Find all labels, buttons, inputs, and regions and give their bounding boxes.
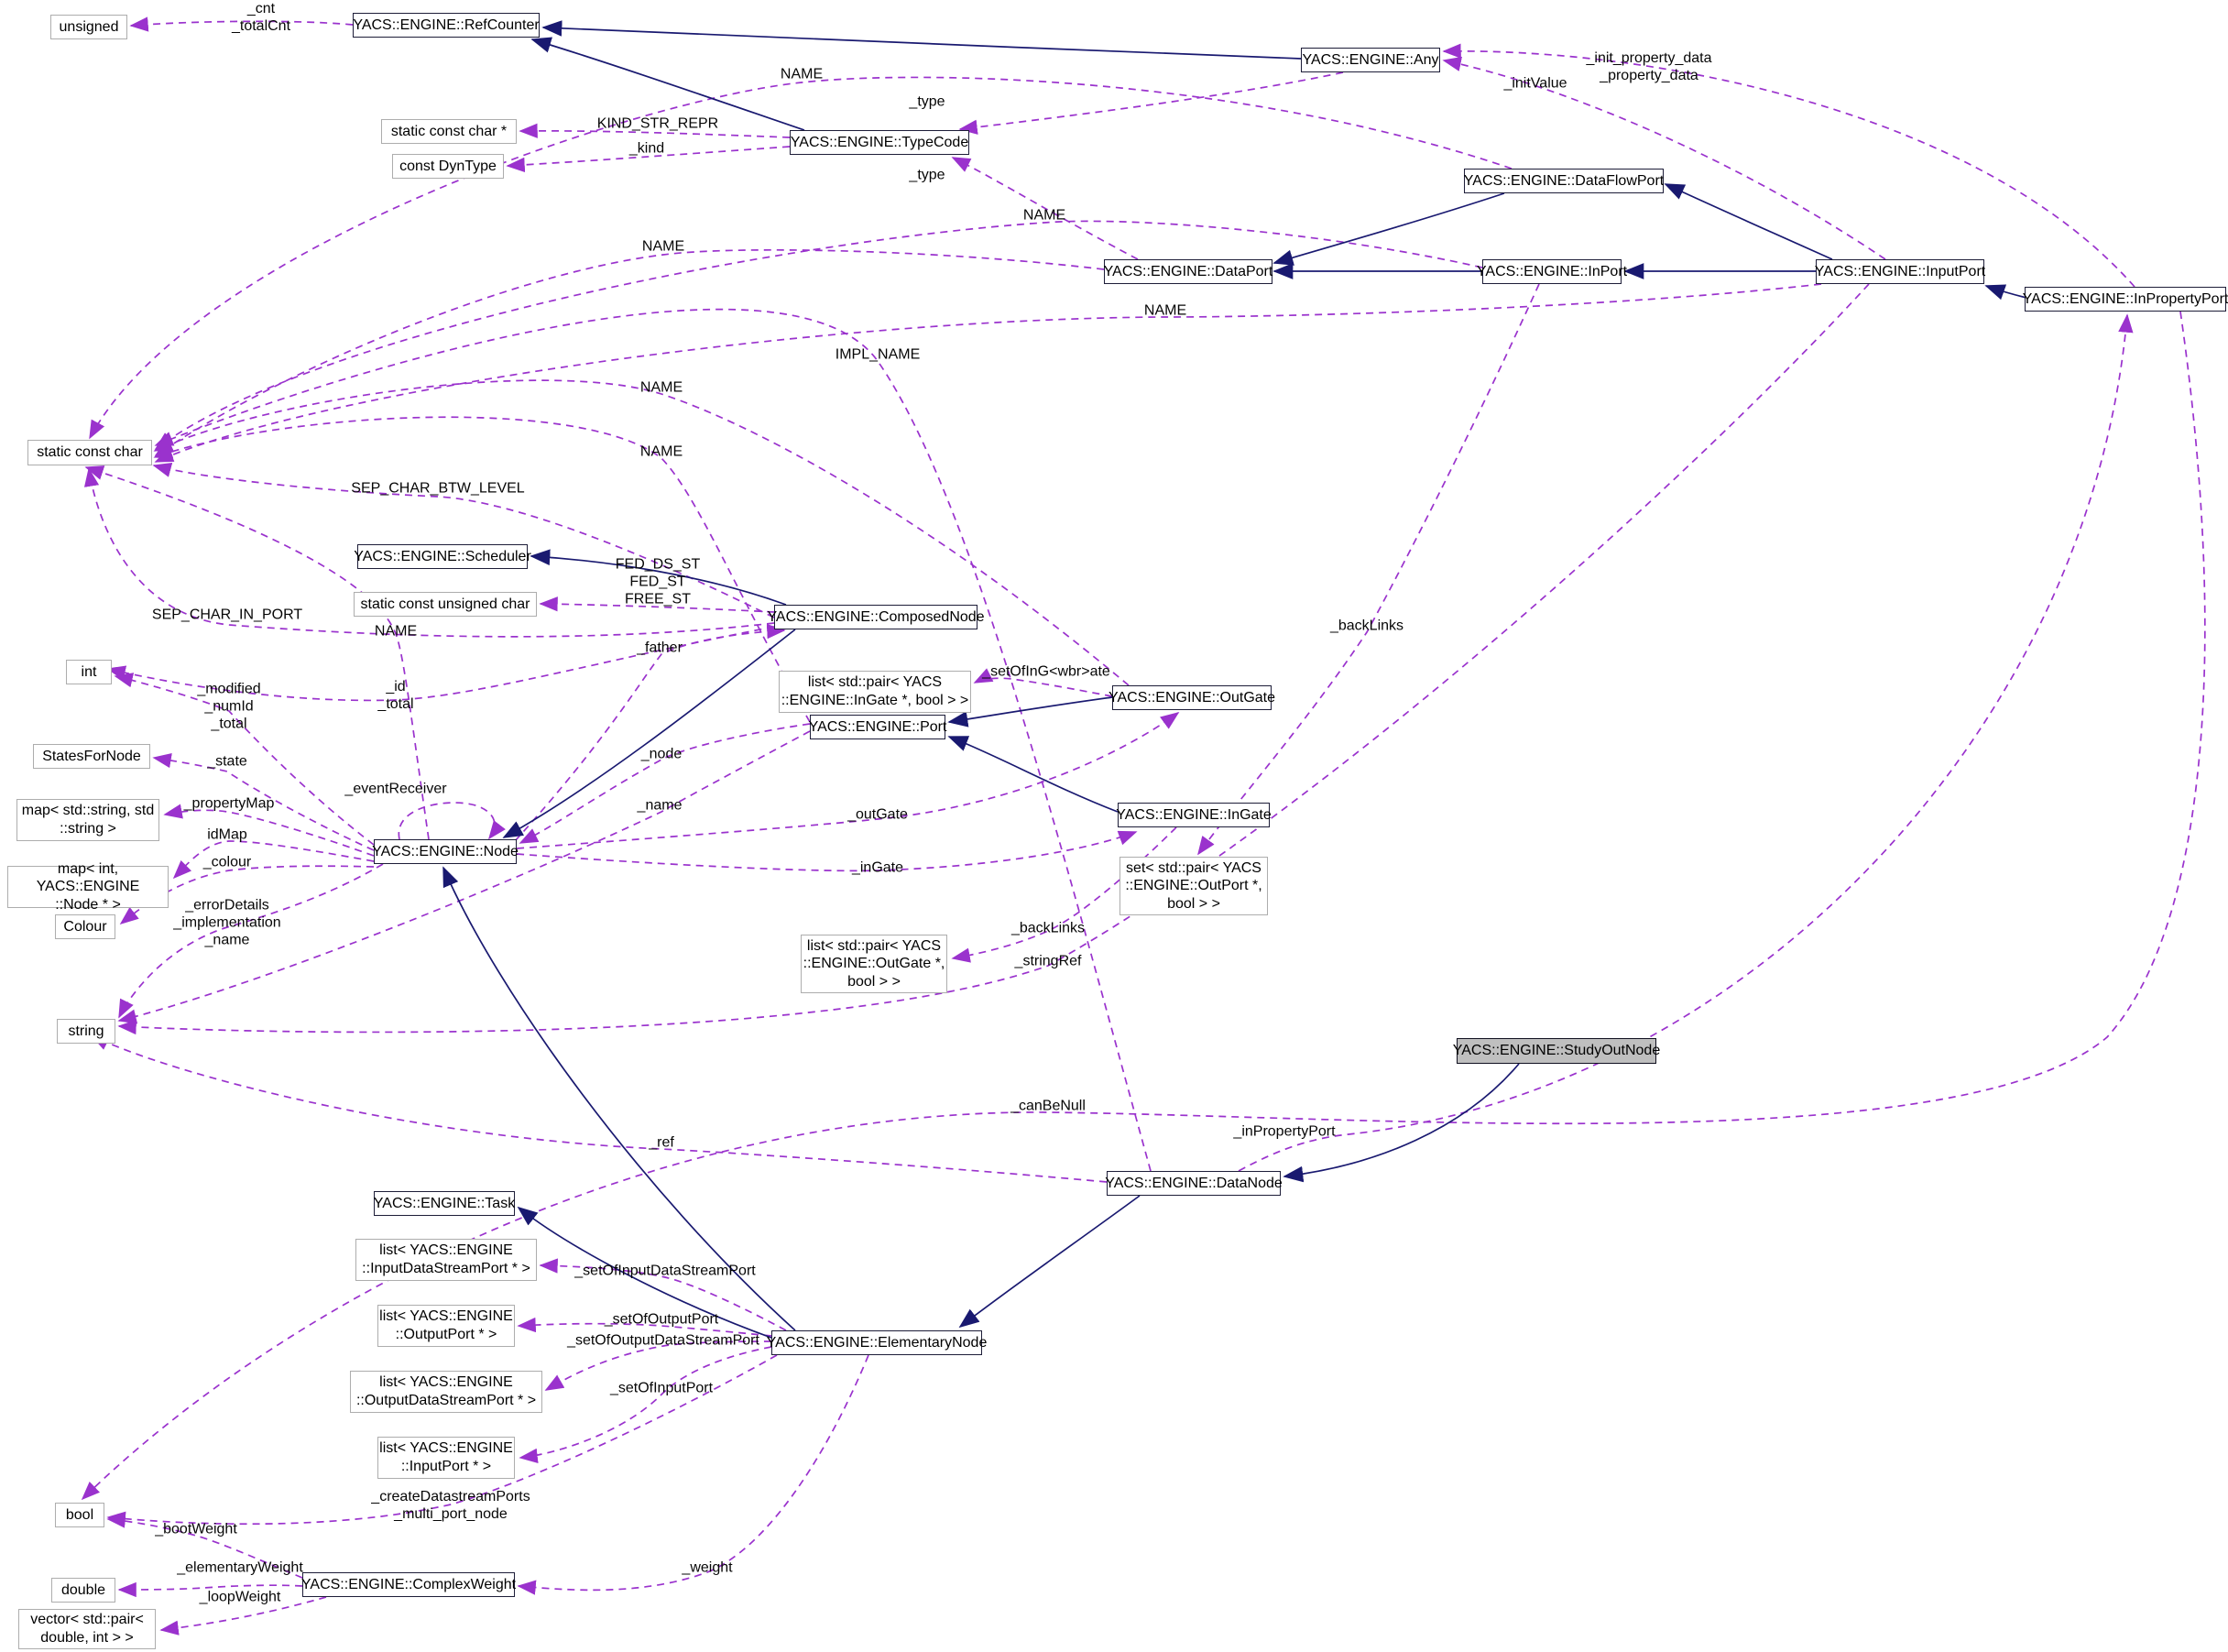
inheritance-edge — [958, 1195, 1141, 1329]
usage-edge — [117, 283, 1870, 1035]
node-refcounter[interactable]: YACS::ENGINE::RefCounter — [353, 13, 540, 38]
node-map-int-node: map< int, YACS::ENGINE ::Node * > — [7, 861, 169, 913]
usage-edge — [1442, 43, 2135, 288]
usage-edge — [1238, 313, 2134, 1172]
node-inport[interactable]: YACS::ENGINE::InPort — [1477, 259, 1627, 284]
node-list-ingate-bool: list< std::pair< YACS ::ENGINE::InGate *… — [779, 671, 971, 713]
node-unsigned: unsigned — [50, 15, 127, 39]
inheritance-edge — [1664, 183, 1833, 260]
usage-edge — [172, 840, 375, 880]
node-elementarynode[interactable]: YACS::ENGINE::ElementaryNode — [767, 1330, 987, 1355]
inheritance-edge — [1283, 1063, 1520, 1183]
node-inputport[interactable]: YACS::ENGINE::InputPort — [1815, 259, 1985, 284]
usage-edge — [154, 248, 1105, 456]
inheritance-edge — [442, 866, 796, 1331]
node-any[interactable]: YACS::ENGINE::Any — [1301, 48, 1440, 72]
usage-edge — [154, 283, 1822, 463]
node-list-outputdatastreamport: list< YACS::ENGINE ::OutputDataStreamPor… — [350, 1371, 542, 1413]
usage-edge — [1197, 283, 1540, 856]
node-node[interactable]: YACS::ENGINE::Node — [372, 839, 519, 864]
inheritance-edge — [947, 696, 1113, 728]
usage-edge — [154, 308, 1152, 1172]
usage-edge — [118, 863, 384, 1019]
usage-edge — [539, 1258, 787, 1331]
usage-edge — [951, 826, 1177, 963]
node-statesfornode: StatesForNode — [33, 744, 150, 769]
node-map-string-string: map< std::string, std ::string > — [16, 799, 159, 841]
node-inpropertyport[interactable]: YACS::ENGINE::InPropertyPort — [2023, 287, 2228, 312]
node-colour: Colour — [55, 914, 115, 939]
usage-edge — [517, 1317, 772, 1337]
node-double: double — [51, 1578, 115, 1603]
usage-edge — [106, 1354, 778, 1526]
inheritance-edge — [530, 37, 805, 131]
usage-edge — [117, 730, 811, 1024]
usage-edge — [506, 146, 791, 173]
node-static-const-char: static const char — [27, 440, 152, 465]
node-dataport[interactable]: YACS::ENGINE::DataPort — [1104, 259, 1272, 284]
usage-edge — [152, 753, 375, 851]
inheritance-edge — [541, 20, 1302, 60]
usage-edge — [117, 1581, 303, 1598]
inheritance-edge — [1984, 284, 2027, 301]
usage-edge — [114, 673, 375, 846]
inheritance-edge — [517, 1206, 772, 1339]
node-static-const-char-ptr: static const char * — [381, 119, 517, 144]
usage-edge — [544, 1340, 772, 1391]
inheritance-edge — [947, 736, 1119, 813]
node-task[interactable]: YACS::ENGINE::Task — [374, 1191, 515, 1216]
node-int: int — [66, 660, 112, 684]
node-list-inputport: list< YACS::ENGINE ::InputPort * > — [377, 1437, 515, 1479]
usage-edge — [154, 220, 1483, 450]
node-list-outgate-bool: list< std::pair< YACS ::ENGINE::OutGate … — [801, 935, 947, 993]
usage-edge — [539, 596, 775, 613]
node-list-outputport: list< YACS::ENGINE ::OutputPort * > — [377, 1305, 515, 1347]
usage-edge — [90, 1034, 1108, 1183]
node-static-const-unsigned-char: static const unsigned char — [354, 592, 537, 617]
usage-edge — [517, 1354, 869, 1595]
usage-edge — [163, 804, 375, 857]
node-datanode[interactable]: YACS::ENGINE::DataNode — [1105, 1171, 1283, 1196]
node-set-outport-bool: set< std::pair< YACS ::ENGINE::OutPort *… — [1119, 857, 1268, 915]
node-complexweight[interactable]: YACS::ENGINE::ComplexWeight — [301, 1572, 516, 1597]
usage-edge — [951, 157, 1139, 260]
inheritance-edge — [502, 629, 796, 838]
usage-edge — [514, 623, 786, 842]
usage-edge — [1442, 56, 1886, 260]
node-list-inputdatastreamport: list< YACS::ENGINE ::InputDataStreamPort… — [355, 1239, 537, 1281]
usage-edge — [519, 723, 811, 844]
node-string: string — [57, 1019, 115, 1044]
node-composednode[interactable]: YACS::ENGINE::ComposedNode — [767, 605, 985, 629]
usage-edge — [84, 465, 430, 840]
inheritance-edge — [1272, 192, 1505, 266]
usage-edge — [89, 76, 1513, 440]
usage-edge — [973, 668, 1113, 697]
inheritance-edge — [530, 549, 787, 606]
usage-edge — [519, 1346, 772, 1463]
node-outgate[interactable]: YACS::ENGINE::OutGate — [1109, 685, 1275, 710]
node-vector-pair-double-int: vector< std::pair< double, int > > — [18, 1609, 156, 1649]
node-const-dyntype: const DynType — [392, 154, 504, 179]
usage-edge — [398, 802, 506, 840]
node-typecode[interactable]: YACS::ENGINE::TypeCode — [790, 130, 969, 155]
usage-edge — [516, 712, 1180, 849]
usage-edge — [153, 416, 811, 723]
usage-edge — [159, 1596, 327, 1636]
usage-edge — [106, 626, 775, 702]
node-bool: bool — [55, 1503, 104, 1527]
usage-edge — [106, 1513, 303, 1579]
usage-edge — [153, 379, 1130, 686]
usage-edge — [519, 123, 791, 138]
focus-node-studyoutnode: YACS::ENGINE::StudyOutNode — [1453, 1038, 1660, 1064]
usage-edge — [129, 16, 354, 32]
node-ingate[interactable]: YACS::ENGINE::InGate — [1116, 803, 1272, 827]
usage-edge — [958, 71, 1344, 135]
usage-edge — [152, 462, 775, 618]
node-dataflowport[interactable]: YACS::ENGINE::DataFlowPort — [1464, 169, 1664, 193]
node-scheduler[interactable]: YACS::ENGINE::Scheduler — [354, 544, 531, 569]
usage-edge — [516, 830, 1138, 872]
node-port[interactable]: YACS::ENGINE::Port — [809, 715, 946, 739]
